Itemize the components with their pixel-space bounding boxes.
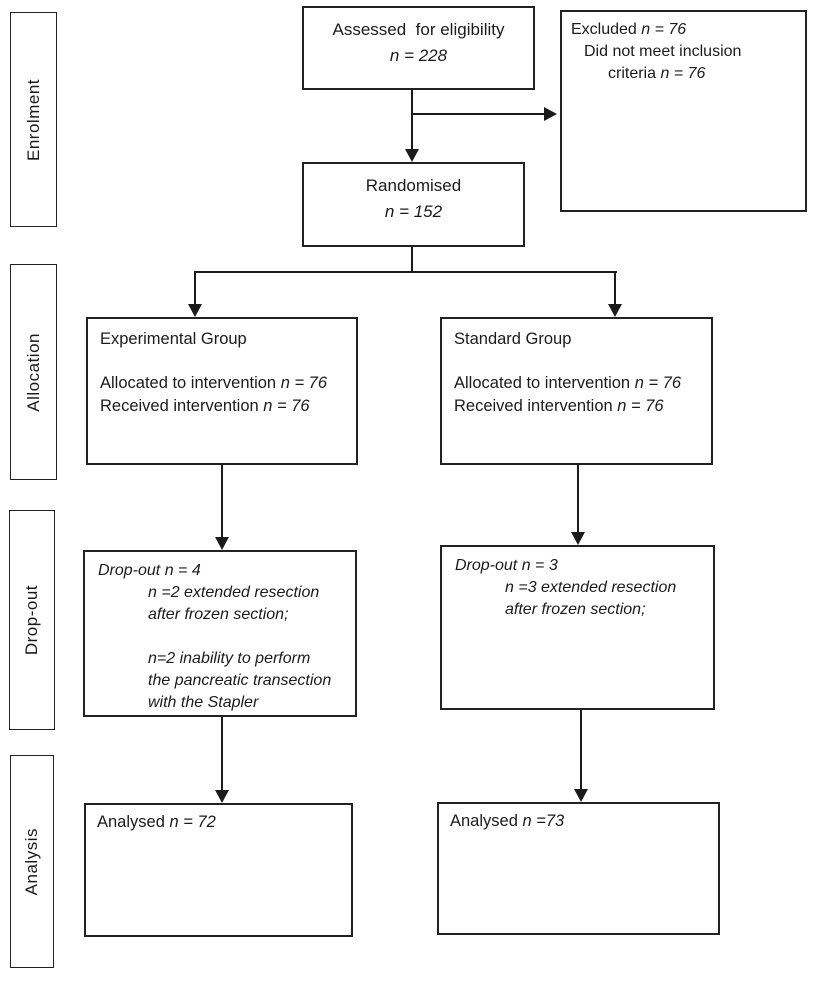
randomised-title: Randomised xyxy=(365,176,462,195)
excluded-label: Excluded xyxy=(571,21,642,38)
stage-label-analysis: Analysis xyxy=(22,827,41,896)
stage-band-allocation: Allocation xyxy=(10,264,57,480)
box-dropout-experimental: Drop-out n = 4 n =2 extended resection a… xyxy=(83,550,357,717)
dropout-experimental-line: n =2 extended resection xyxy=(148,584,320,601)
standard-allocated-label: Allocated to intervention xyxy=(454,374,635,392)
dropout-experimental-header: Drop-out n = 4 xyxy=(98,562,201,579)
box-assessed-for-eligibility: Assessed for eligibility n = 228 xyxy=(302,6,535,90)
excluded-reason-label: criteria xyxy=(608,65,661,82)
connector-to-excluded-line xyxy=(411,113,545,115)
connector-dropout-to-analysed-left-line xyxy=(221,717,223,792)
experimental-allocated-line: Allocated to intervention n = 76 xyxy=(100,372,344,395)
excluded-line1: Excluded n = 76 xyxy=(562,19,805,41)
experimental-received-line: Received intervention n = 76 xyxy=(100,395,344,418)
box-experimental-group: Experimental Group Allocated to interven… xyxy=(86,317,358,465)
dropout-experimental-line: after frozen section; xyxy=(148,606,289,623)
stage-band-enrolment: Enrolment xyxy=(10,12,57,227)
standard-received-n: n = 76 xyxy=(617,397,664,415)
arrowhead-into-excluded xyxy=(544,107,557,121)
dropout-experimental-line: the pancreatic transection xyxy=(148,672,332,689)
analysed-standard-label: Analysed xyxy=(450,812,523,830)
arrowhead-into-dropout-standard xyxy=(571,532,585,545)
experimental-allocated-n: n = 76 xyxy=(280,374,328,392)
standard-received-label: Received intervention xyxy=(454,397,618,415)
arrowhead-into-dropout-experimental xyxy=(215,537,229,550)
box-dropout-standard: Drop-out n = 3 n =3 extended resection a… xyxy=(440,545,715,710)
standard-allocated-n: n = 76 xyxy=(634,374,682,392)
connector-experimental-to-dropout-line xyxy=(221,465,223,539)
arrowhead-into-randomised xyxy=(405,149,419,162)
box-analysed-experimental: Analysed n = 72 xyxy=(84,803,353,937)
arrowhead-into-experimental xyxy=(188,304,202,317)
assessed-n: n = 228 xyxy=(389,46,448,65)
standard-title: Standard Group xyxy=(454,330,572,348)
arrowhead-into-analysed-standard xyxy=(574,789,588,802)
connector-split-right-line xyxy=(614,271,616,306)
box-excluded: Excluded n = 76 Did not meet inclusion c… xyxy=(560,10,807,212)
dropout-experimental-line: with the Stapler xyxy=(148,694,259,711)
randomised-n: n = 152 xyxy=(384,202,443,221)
stage-label-allocation: Allocation xyxy=(23,332,43,412)
connector-randomised-stub xyxy=(411,247,413,273)
experimental-allocated-label: Allocated to intervention xyxy=(100,374,281,392)
connector-randomised-split-hline xyxy=(194,271,617,273)
stage-band-dropout: Drop-out xyxy=(9,510,55,730)
stage-label-enrolment: Enrolment xyxy=(23,78,43,161)
connector-assessed-to-randomised-line xyxy=(411,90,413,152)
connector-dropout-to-analysed-right-line xyxy=(580,710,582,791)
excluded-reason-line1: Did not meet inclusion xyxy=(584,43,742,60)
connector-standard-to-dropout-line xyxy=(577,465,579,534)
dropout-standard-header: Drop-out n = 3 xyxy=(455,557,558,574)
arrowhead-into-standard xyxy=(608,304,622,317)
box-standard-group: Standard Group Allocated to intervention… xyxy=(440,317,713,465)
experimental-received-label: Received intervention xyxy=(100,397,264,415)
excluded-reason-line2: criteria n = 76 xyxy=(562,63,805,85)
experimental-title: Experimental Group xyxy=(100,330,247,348)
box-analysed-standard: Analysed n =73 xyxy=(437,802,720,935)
box-randomised: Randomised n = 152 xyxy=(302,162,525,247)
dropout-experimental-line: n=2 inability to perform xyxy=(148,650,311,667)
excluded-n: n = 76 xyxy=(641,21,687,38)
dropout-experimental-line xyxy=(85,626,355,648)
analysed-experimental-n: n = 72 xyxy=(169,813,216,831)
connector-split-left-line xyxy=(194,271,196,306)
standard-received-line: Received intervention n = 76 xyxy=(454,395,699,418)
standard-allocated-line: Allocated to intervention n = 76 xyxy=(454,372,699,395)
stage-label-dropout: Drop-out xyxy=(22,584,41,656)
analysed-experimental-label: Analysed xyxy=(97,813,170,831)
dropout-standard-line: n =3 extended resection xyxy=(505,579,677,596)
arrowhead-into-analysed-experimental xyxy=(215,790,229,803)
analysed-standard-n: n =73 xyxy=(522,812,565,830)
assessed-title: Assessed for eligibility xyxy=(332,20,505,39)
experimental-received-n: n = 76 xyxy=(263,397,310,415)
dropout-standard-line: after frozen section; xyxy=(505,601,646,618)
stage-band-analysis: Analysis xyxy=(10,755,54,968)
excluded-reason-n: n = 76 xyxy=(660,65,706,82)
